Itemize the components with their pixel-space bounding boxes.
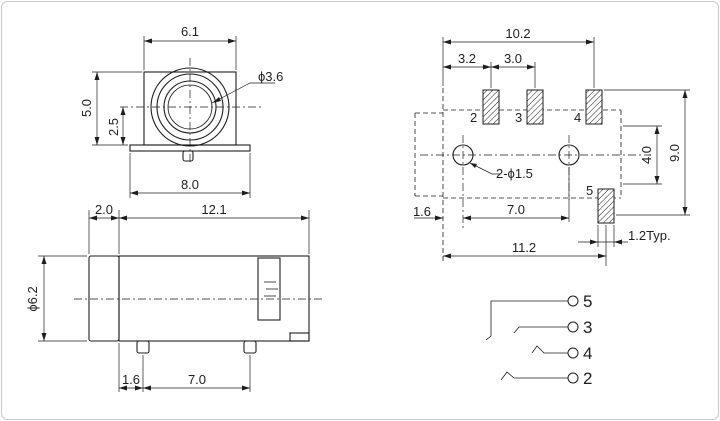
left-offset-label: 1.6 (413, 204, 431, 219)
side-head (88, 255, 120, 342)
pad-4 (585, 89, 603, 125)
front-width-label: 6.1 (181, 24, 199, 39)
pad-4-label: 4 (574, 110, 581, 125)
pin-schematic: 5 3 4 2 (485, 292, 592, 388)
pad-5-label: 5 (586, 183, 593, 198)
footprint-view: 2 3 4 5 2-ϕ1.5 10.2 3.2 3.0 9.0 (413, 26, 690, 266)
side-pin-left (136, 340, 150, 354)
pin-5-contact (485, 300, 568, 341)
hole-label: 2-ϕ1.5 (496, 166, 533, 181)
pin-2-label: 2 (583, 369, 592, 388)
pin-4-contact (531, 345, 568, 354)
front-view: 6.1 ϕ3.6 5.0 2.5 8.0 (79, 24, 283, 198)
pin-5-label: 5 (583, 292, 592, 311)
pin-4-label: 4 (583, 344, 592, 363)
mounting-hole-right (558, 144, 580, 166)
row-spacing-label: 9.0 (667, 144, 682, 162)
side-body-label: 12.1 (201, 202, 226, 217)
pin-3-contact (513, 326, 568, 334)
pin-4-terminal (567, 347, 579, 359)
front-base-label: 8.0 (181, 177, 199, 192)
front-pin (182, 150, 194, 162)
hole-row-label: 4.0 (639, 146, 654, 164)
side-view: 2.0 12.1 ϕ6.2 1.6 7.0 (25, 202, 322, 392)
pad-2 (482, 89, 500, 125)
front-diameter-leader (211, 82, 275, 104)
side-head-label: 2.0 (95, 202, 113, 217)
pin-3-terminal (567, 321, 579, 333)
pad-3 (526, 89, 544, 125)
pin-2-terminal (567, 372, 579, 384)
hole-spacing-label: 7.0 (507, 202, 525, 217)
pin-5-terminal (567, 295, 579, 307)
pad-pitch-2-label: 3.0 (504, 51, 522, 66)
side-pin-right (243, 340, 257, 354)
side-pin-spacing-label: 7.0 (188, 372, 206, 387)
side-pin-offset-label: 1.6 (122, 372, 140, 387)
pad-5 (597, 188, 615, 224)
side-diameter-label: ϕ6.2 (25, 286, 40, 311)
side-latch (257, 257, 281, 321)
front-diameter-label: ϕ3.6 (258, 69, 283, 84)
total-length-label: 11.2 (512, 240, 536, 255)
pad-3-label: 3 (515, 110, 522, 125)
pin-3-label: 3 (583, 318, 592, 337)
pad-width-label: 1.2Typ. (628, 228, 671, 243)
side-foot (289, 332, 310, 342)
pad-2-label: 2 (470, 110, 477, 125)
front-half-height-label: 2.5 (106, 118, 121, 136)
footprint-width-label: 10.2 (505, 26, 530, 41)
pin-2-contact (500, 371, 568, 381)
front-height-label: 5.0 (79, 99, 94, 117)
side-body (118, 255, 310, 342)
hole-leader (469, 162, 500, 175)
pad-pitch-1-label: 3.2 (458, 51, 476, 66)
mounting-hole-left (452, 144, 474, 166)
